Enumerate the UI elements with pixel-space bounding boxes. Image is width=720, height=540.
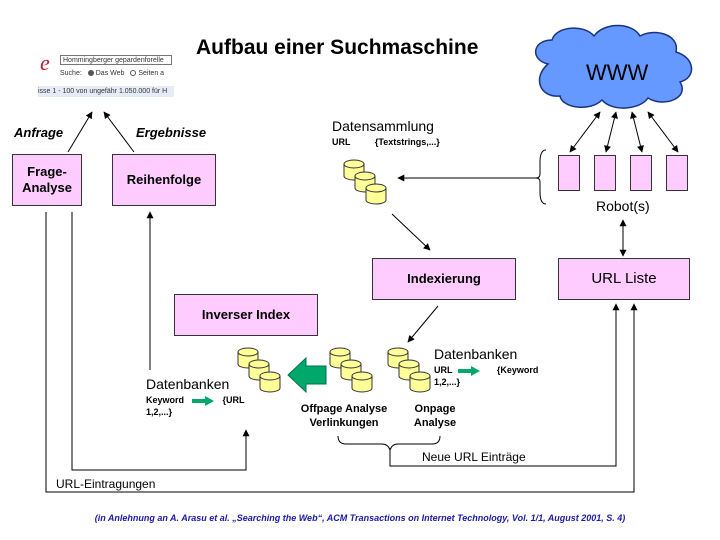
anfrage-label: Anfrage — [14, 125, 64, 140]
offpage-line-2: Verlinkungen — [309, 417, 379, 429]
arrow-ergebnisse — [103, 111, 135, 153]
datenbanken-right-url: URL — [434, 365, 453, 375]
ergebnisse-label: Ergebnisse — [136, 125, 207, 140]
robots-bracket — [535, 149, 547, 205]
robot-box-3 — [630, 155, 652, 191]
arrow-frage-to-datenbanken — [71, 212, 250, 471]
datensammlung-schema: URL {Textstrings,...} — [332, 136, 440, 148]
robot-box-4 — [666, 155, 688, 191]
green-arrow-icon — [287, 356, 327, 394]
arrow-robot-4 — [647, 111, 679, 153]
datenbanken-left-tail: 1,2,...} — [146, 407, 173, 417]
frage-analyse-box: Frage- Analyse — [12, 154, 82, 206]
url-liste-label: URL Liste — [591, 270, 657, 287]
datenbanken-left-keyword: Keyword — [146, 395, 185, 405]
inverser-index-label: Inverser Index — [201, 307, 291, 322]
radio-icon — [130, 70, 137, 77]
search-engine-logo: e — [40, 50, 50, 75]
reihenfolge-label: Reihenfolge — [126, 172, 202, 187]
option-web: Das Web — [95, 70, 125, 77]
frage-analyse-line-1: Frage- — [27, 164, 67, 179]
url-liste-box: URL Liste — [558, 258, 690, 300]
datenbanken-right-keyword: {Keyword — [496, 365, 539, 375]
reihenfolge-box: Reihenfolge — [112, 154, 216, 206]
www-label: WWW — [586, 60, 649, 85]
option-pages: Seiten a — [138, 70, 165, 77]
indexierung-box: Indexierung — [372, 258, 516, 300]
radio-icon-selected — [87, 70, 94, 77]
green-right-arrow-icon — [457, 365, 480, 376]
search-label: Suche: — [60, 70, 82, 77]
robots-label: Robot(s) — [596, 198, 650, 214]
datensammlung-textstrings: {Textstrings,...} — [374, 137, 440, 147]
database-icon — [259, 371, 281, 393]
datenbanken-left-schema: Keyword {URL 1,2,...} — [146, 394, 245, 418]
url-eintragungen-label: URL-Eintragungen — [56, 477, 156, 491]
robot-box-2 — [594, 155, 616, 191]
www-cloud — [535, 24, 693, 109]
database-cylinder-group-left — [237, 347, 281, 393]
offpage-line-1: Offpage Analyse — [300, 403, 388, 415]
arrow-to-indexierung — [391, 213, 431, 251]
page-title: Aufbau einer Suchmaschine — [196, 36, 479, 59]
datenbanken-left-label: Datenbanken — [146, 376, 230, 392]
arrow-robot-2 — [604, 111, 618, 153]
database-cylinder-group-datensammlung — [343, 159, 387, 205]
onpage-line-2: Analyse — [413, 417, 457, 429]
arrow-robot-3 — [630, 111, 644, 153]
datensammlung-label: Datensammlung — [332, 118, 434, 134]
offpage-label: Offpage Analyse Verlinkungen — [296, 402, 392, 430]
search-query-field: Hommingberger gepardenforelle — [60, 55, 172, 65]
onpage-line-1: Onpage — [414, 403, 456, 415]
database-cylinder-group-onpage — [387, 347, 431, 393]
robot-box-1 — [558, 155, 580, 191]
search-results-thumbnail: e Hommingberger gepardenforelle Suche: D… — [38, 50, 174, 102]
results-count-line: isse 1 - 100 von ungefähr 1.050.000 für … — [38, 86, 174, 97]
search-options-row: Suche: Das Web Seiten a — [60, 70, 164, 77]
database-icon — [351, 371, 373, 393]
arrow-robot-1 — [569, 111, 601, 153]
arrow-to-onpage — [407, 305, 439, 343]
citation-footer: (in Anlehnung an A. Arasu et al. „Search… — [94, 513, 626, 523]
datenbanken-right-tail: 1,2,...} — [434, 377, 461, 387]
arrow-neue-url — [389, 303, 620, 467]
datenbanken-right-schema: URL {Keyword 1,2,...} — [434, 364, 538, 388]
frage-analyse-line-2: Analyse — [22, 180, 72, 195]
indexierung-label: Indexierung — [407, 271, 481, 286]
datenbanken-right-label: Datenbanken — [434, 346, 518, 362]
green-right-arrow-icon — [191, 395, 214, 406]
inverser-index-box: Inverser Index — [174, 294, 318, 336]
neue-url-label: Neue URL Einträge — [422, 450, 526, 464]
database-icon — [365, 183, 387, 205]
arrow-anfrage — [67, 111, 93, 153]
database-cylinder-group-offpage — [329, 347, 373, 393]
datensammlung-url: URL — [332, 137, 351, 147]
onpage-label: Onpage Analyse — [406, 402, 464, 430]
datenbanken-left-url: {URL — [222, 395, 245, 405]
database-icon — [409, 371, 431, 393]
analysis-brace — [337, 435, 441, 452]
arrow-url-eintragungen — [45, 212, 638, 493]
